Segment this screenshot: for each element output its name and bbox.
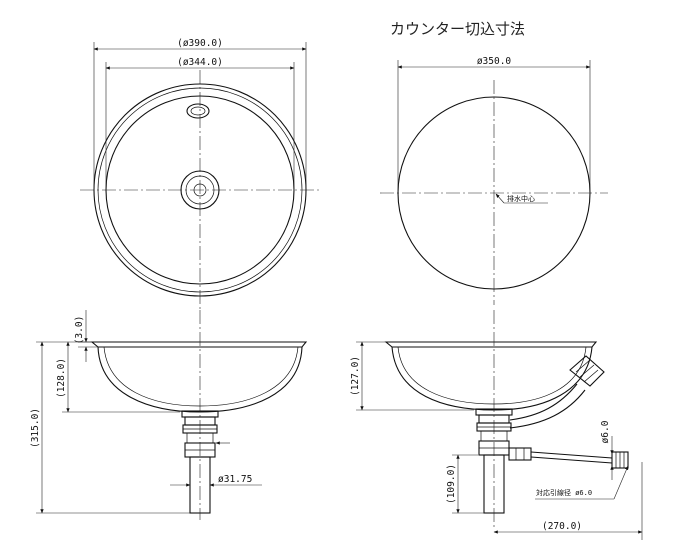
- dim-outer-diameter: (ø390.0): [177, 38, 223, 49]
- overflow-fitting: [569, 355, 605, 387]
- overflow-hole: [186, 103, 210, 119]
- dim-tube-diameter: ø6.0: [600, 420, 611, 443]
- pull-wire-connector: [508, 447, 532, 461]
- drawing-title: カウンター切込寸法: [390, 20, 525, 38]
- dim-pipe-diameter: ø31.75: [218, 474, 252, 485]
- dim-inner-diameter: (ø344.0): [177, 57, 223, 68]
- left-basin-rim: [90, 341, 308, 348]
- dim-total-height: (315.0): [30, 408, 41, 448]
- top-view: (ø390.0) (ø344.0): [80, 38, 320, 310]
- tube-note: 対応引線径 ø6.0: [536, 488, 592, 497]
- drain-center-label: 排水中心: [507, 194, 535, 203]
- dim-rim-thickness: (3.0): [74, 316, 85, 345]
- dim-bowl-depth: (128.0): [56, 358, 67, 398]
- dim-right-bowl-depth: (127.0): [350, 356, 361, 396]
- right-basin-rim: [384, 341, 598, 348]
- overflow-hole-inner: [190, 106, 206, 116]
- dim-cutout-diameter: ø350.0: [477, 56, 512, 67]
- cutout-view: ø350.0 排水中心: [380, 56, 608, 305]
- side-view-left: (3.0) (128.0) (315.0) ø31.75: [30, 310, 308, 520]
- dim-tube-length: (270.0): [542, 521, 582, 532]
- side-view-right: (127.0) (109.0) ø6.0 (270.0) 対応引線径 ø6.0: [350, 310, 643, 540]
- right-basin-bowl: [391, 346, 593, 411]
- overflow-tube: [509, 383, 578, 421]
- dim-connector-height: (109.0): [446, 464, 457, 504]
- pull-wire: [530, 451, 613, 459]
